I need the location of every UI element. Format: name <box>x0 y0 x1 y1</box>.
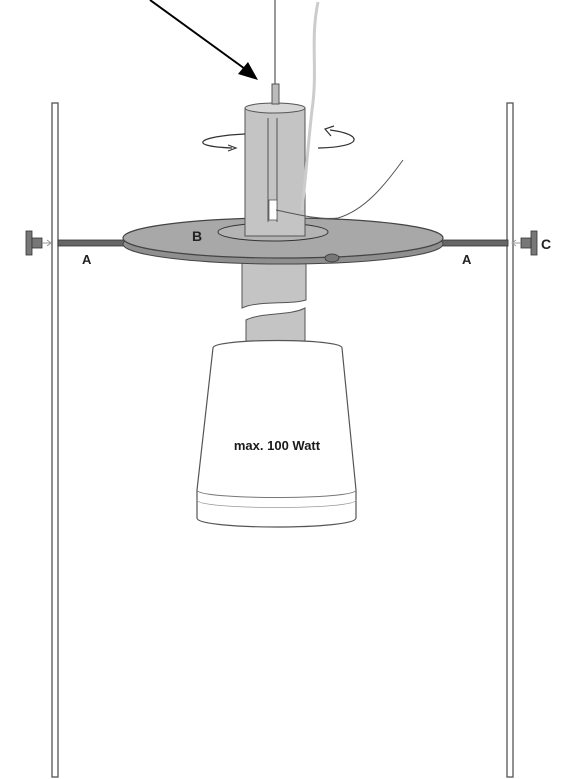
right-clamp-rod <box>439 239 509 247</box>
pointer-arrow-icon <box>149 0 258 80</box>
rotating-disc <box>122 217 444 265</box>
rotation-arrow-icon <box>202 125 355 152</box>
right-stand-pole <box>506 102 514 778</box>
label-c: C <box>541 236 551 252</box>
label-b: B <box>192 228 202 244</box>
lamp: max. 100 Watt <box>196 339 357 528</box>
label-a-left: A <box>82 252 92 267</box>
top-rod <box>271 0 280 105</box>
left-clamp-rod <box>57 239 127 247</box>
suspension-wire <box>300 1 320 211</box>
upper-cylinder <box>244 102 306 237</box>
left-stand-pole <box>51 102 59 778</box>
lamp-label: max. 100 Watt <box>234 438 321 453</box>
disc-hole <box>324 253 340 263</box>
lower-cylinder <box>241 254 307 353</box>
label-a-right: A <box>462 252 472 267</box>
right-clamp-screw-icon <box>511 230 538 256</box>
cable <box>275 159 404 219</box>
left-clamp-screw-icon <box>25 230 52 256</box>
